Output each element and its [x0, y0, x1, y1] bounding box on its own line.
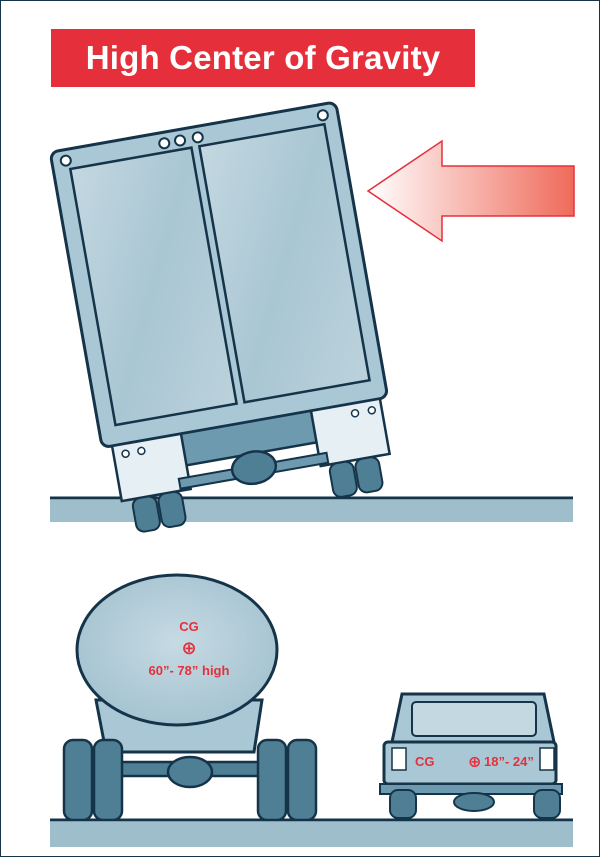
tanker-cg-symbol: ⊕: [181, 638, 196, 659]
wheel: [390, 790, 416, 818]
pickup-cg-label: CG: [415, 754, 435, 769]
wheel: [534, 790, 560, 818]
pickup-height-label: 18”- 24”: [484, 754, 534, 769]
pickup-window: [412, 702, 536, 736]
wheel: [157, 491, 187, 529]
tipping-trailer: [50, 102, 403, 536]
mudflap-left: [112, 434, 191, 501]
rivet: [192, 132, 204, 144]
taillight-right: [540, 748, 554, 770]
ground-bottom: [50, 822, 573, 847]
rivet: [158, 137, 170, 149]
wheel: [288, 740, 316, 820]
wheel: [258, 740, 286, 820]
wheel: [132, 495, 162, 533]
rivet: [137, 447, 145, 455]
ground-top: [50, 500, 573, 522]
rivet: [174, 135, 186, 147]
wheel: [354, 456, 384, 494]
rivet: [368, 406, 376, 414]
pickup-differential: [454, 793, 494, 811]
wheel: [64, 740, 92, 820]
wheel: [94, 740, 122, 820]
force-arrow: [368, 141, 574, 241]
wheel: [329, 460, 359, 498]
tanker-differential: [168, 757, 212, 787]
rivet: [60, 155, 72, 167]
tank: [77, 575, 277, 725]
tanker-cg-label: CG: [179, 619, 199, 634]
pickup-cg-symbol: ⊕: [468, 752, 481, 771]
tanker-height-label: 60”- 78” high: [149, 663, 230, 678]
tanker-truck: [64, 575, 316, 820]
rivet: [122, 450, 130, 458]
rivet: [351, 409, 359, 417]
taillight-left: [392, 748, 406, 770]
rivet: [317, 110, 329, 122]
